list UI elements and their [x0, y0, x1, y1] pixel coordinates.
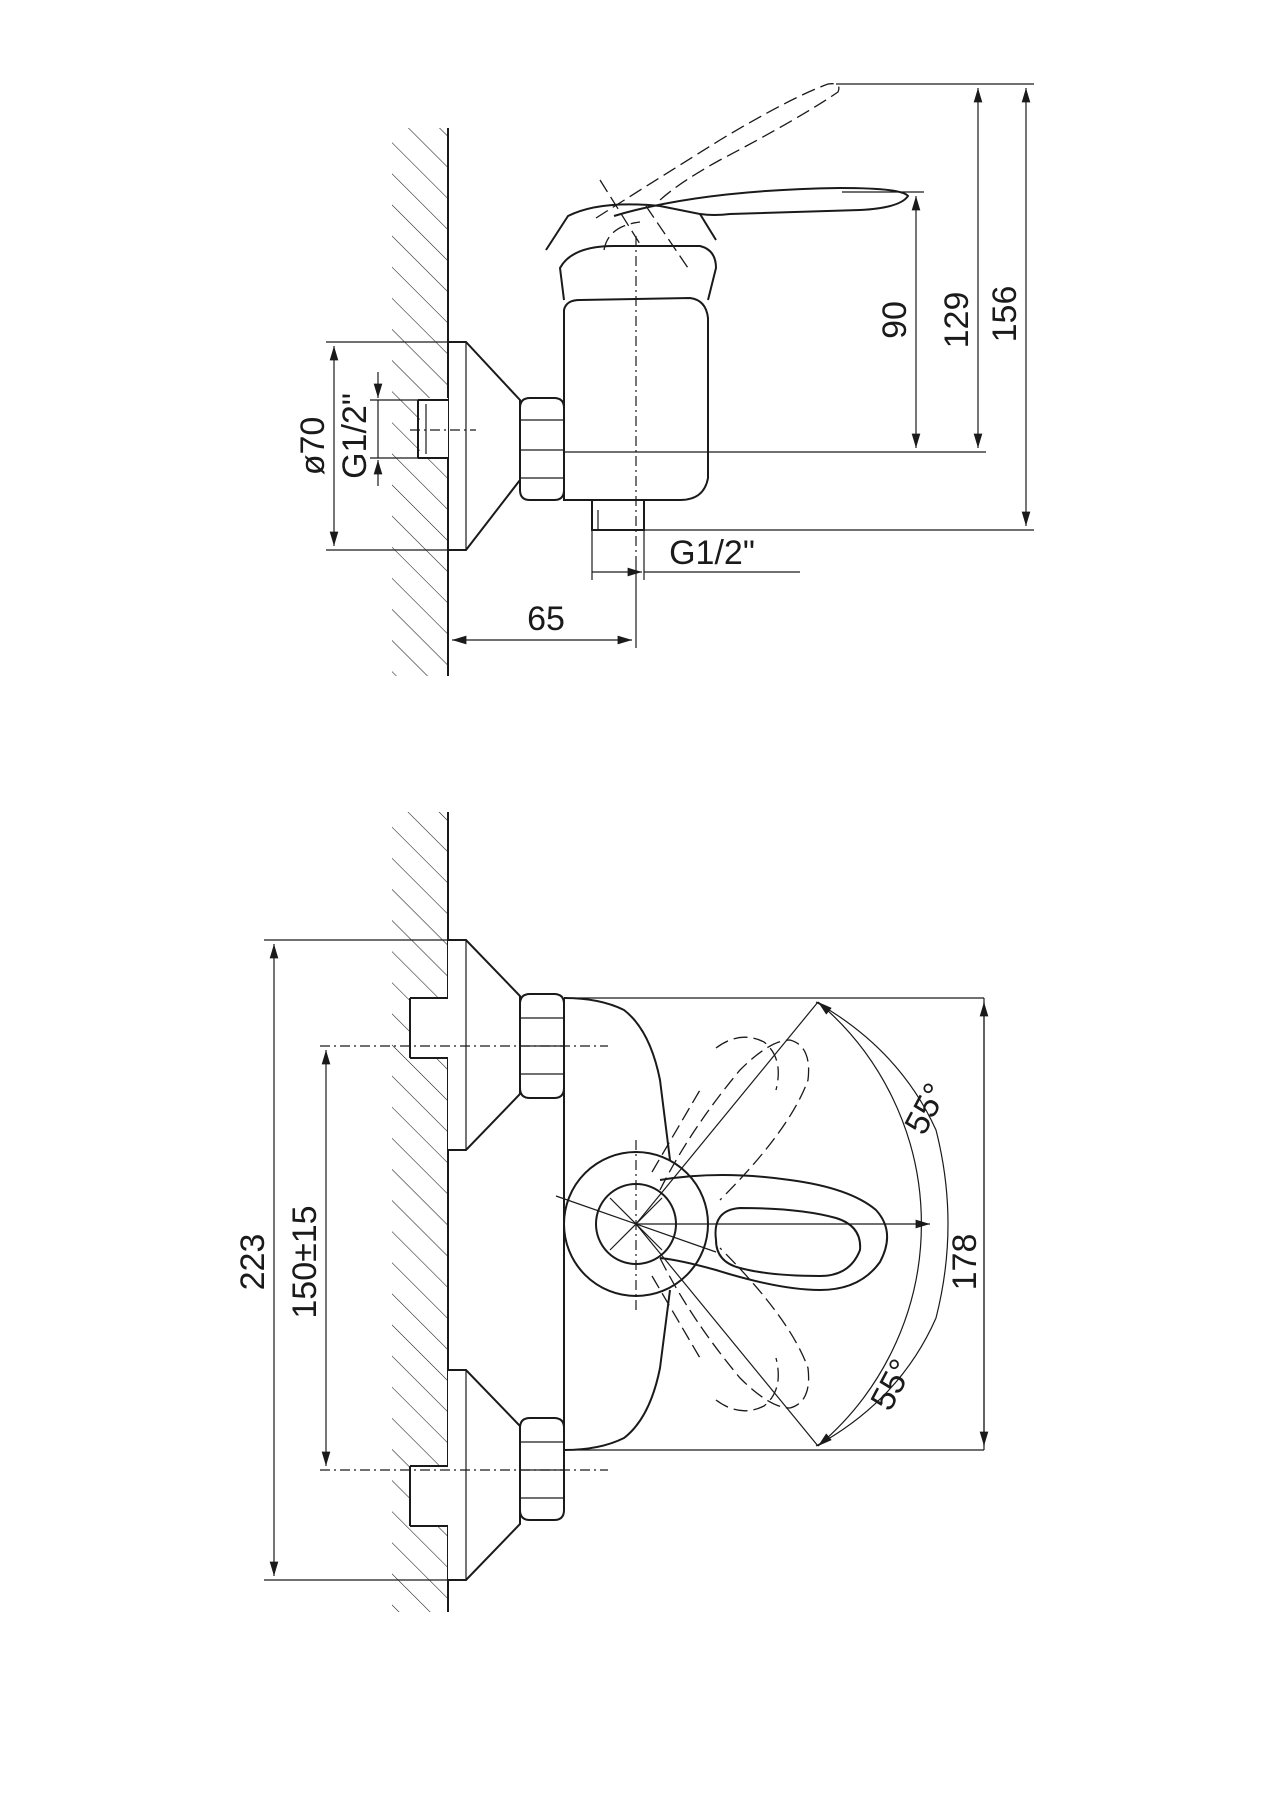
lever-ghost-top-lower [651, 1247, 810, 1412]
dim-65: 65 [452, 560, 637, 648]
dim-156: 156 [644, 88, 1034, 531]
dim-inlet-spacing: 150±15 [286, 1050, 331, 1466]
flange-top-upper [409, 939, 565, 1151]
dim-outlet-thread: G1/2" [591, 530, 800, 580]
top-view: 223 150±15 178 55° 55° [234, 812, 989, 1612]
dim-inlet-thread-label: G1/2" [336, 393, 374, 479]
hex-nut-side [519, 397, 565, 501]
lever-ghost-top-upper [651, 1036, 810, 1201]
dim-223: 223 [234, 939, 466, 1581]
dim-inlet-thread: G1/2" [336, 372, 418, 486]
flange-side [448, 341, 521, 551]
dim-129: 129 [836, 83, 1034, 453]
lever-top [659, 1174, 888, 1292]
outlet-side [591, 500, 645, 531]
side-view: 90 129 156 ø70 G1/2" [294, 83, 1034, 676]
dim-178-label: 178 [946, 1234, 984, 1291]
dim-156-label: 156 [986, 286, 1024, 343]
dim-65-label: 65 [527, 600, 565, 638]
dim-outlet-thread-label: G1/2" [669, 534, 755, 572]
flange-top-lower [409, 1369, 565, 1581]
dim-inlet-spacing-label: 150±15 [286, 1205, 324, 1318]
dim-178: 178 [946, 998, 989, 1450]
dim-flange-diameter-label: ø70 [294, 417, 332, 476]
lever-side [545, 186, 910, 301]
dim-flange-diameter: ø70 [294, 341, 466, 551]
dim-90-label: 90 [876, 301, 914, 339]
dim-223-label: 223 [234, 1234, 272, 1291]
lever-ghost-side [595, 83, 840, 269]
swing-arc [635, 1001, 930, 1447]
dim-129-label: 129 [938, 292, 976, 349]
dim-90: 90 [708, 191, 924, 453]
inlet-pipe-side [417, 398, 448, 459]
